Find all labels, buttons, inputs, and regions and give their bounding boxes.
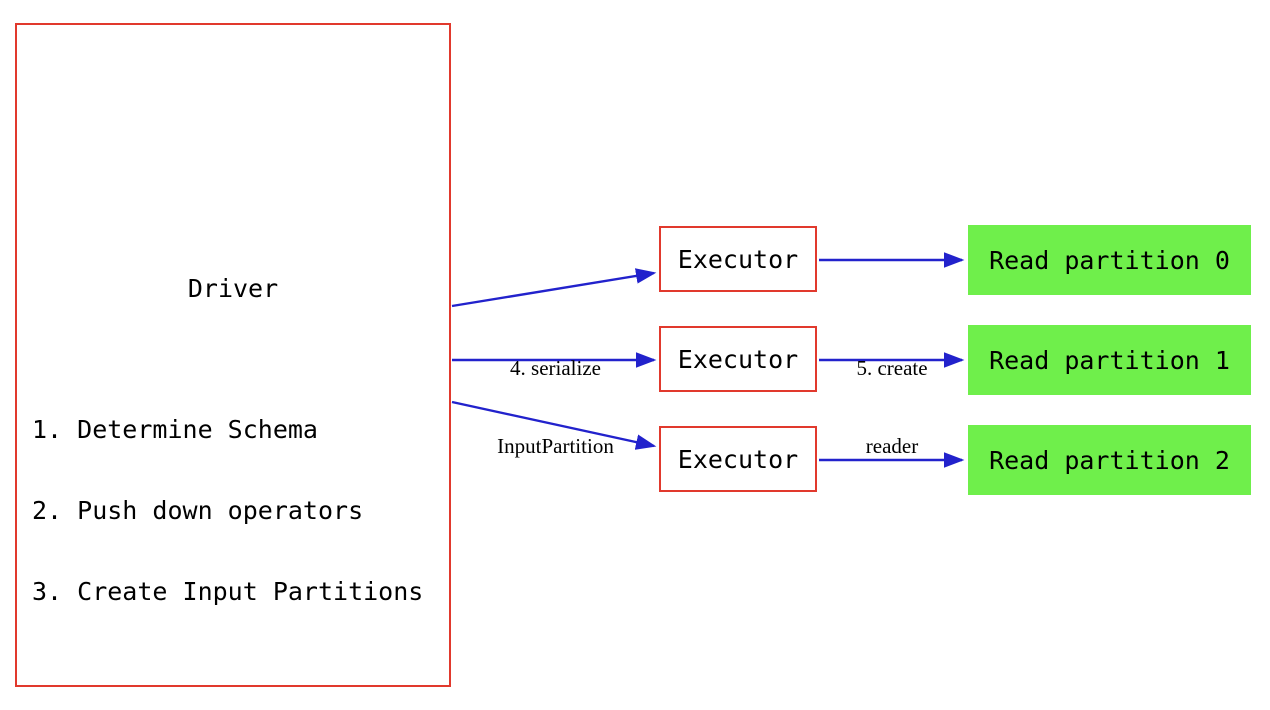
- driver-box: Driver 1. Determine Schema 2. Push down …: [15, 23, 451, 687]
- executor-label-3: Executor: [677, 444, 799, 474]
- create-reader-label-line-2: reader: [865, 434, 919, 458]
- create-reader-label-line-1: 5. create: [856, 356, 928, 380]
- driver-steps-list: 1. Determine Schema 2. Push down operato…: [32, 362, 423, 659]
- read-partition-1-box: Read partition 1: [968, 325, 1251, 395]
- create-reader-label: 5. create reader: [812, 303, 972, 511]
- driver-step-1: 1. Determine Schema: [32, 415, 318, 444]
- executor-box-2: Executor: [659, 326, 817, 392]
- arrow-driver-to-executor-1: [451, 268, 657, 308]
- read-partition-1-label: Read partition 1: [989, 345, 1230, 375]
- read-partition-2-box: Read partition 2: [968, 425, 1251, 495]
- executor-box-1: Executor: [659, 226, 817, 292]
- serialize-inputpartition-label: 4. serialize InputPartition: [448, 303, 663, 511]
- driver-step-3: 3. Create Input Partitions: [32, 577, 424, 606]
- serialize-label-line-1: 4. serialize: [510, 356, 601, 380]
- driver-title: Driver: [187, 274, 279, 303]
- driver-step-2: 2. Push down operators: [32, 496, 364, 525]
- serialize-label-line-2: InputPartition: [497, 434, 614, 458]
- read-partition-0-label: Read partition 0: [989, 245, 1230, 275]
- read-partition-0-box: Read partition 0: [968, 225, 1251, 295]
- executor-box-3: Executor: [659, 426, 817, 492]
- executor-label-1: Executor: [677, 244, 799, 274]
- executor-label-2: Executor: [677, 344, 799, 374]
- read-partition-2-label: Read partition 2: [989, 445, 1230, 475]
